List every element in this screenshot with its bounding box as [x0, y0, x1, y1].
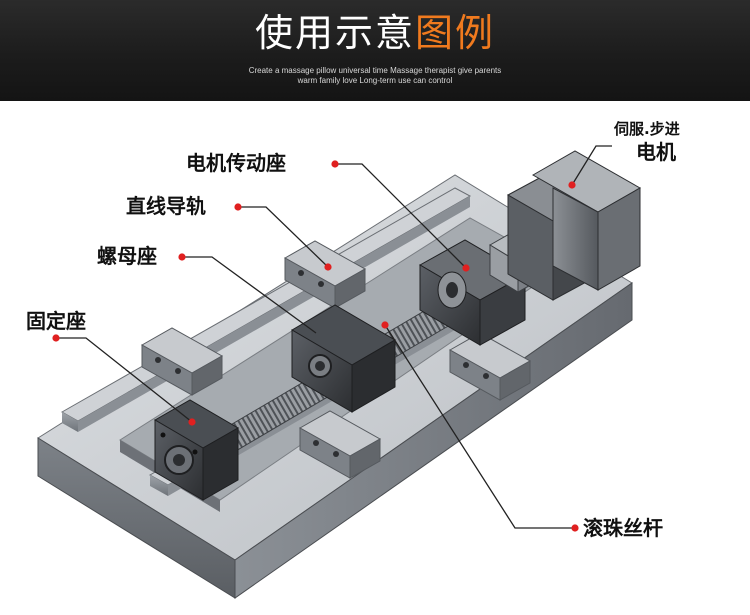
servo-motor: [506, 150, 642, 301]
nut-seat: [291, 304, 396, 413]
callout-dot-fixed-seat-end: [188, 418, 196, 426]
title-main: 使用示意: [254, 11, 415, 55]
motor-mount: [418, 239, 527, 346]
callout-dot-fixed-seat: [52, 334, 60, 342]
callout-dot-motor-mount: [331, 160, 339, 168]
label-linear-guide: 直线导轨: [126, 194, 206, 218]
page-title: 使用示意图例: [0, 8, 750, 58]
callout-dot-servo-motor: [568, 181, 576, 189]
callout-dot-linear-guide-end: [324, 263, 332, 271]
header-banner: 使用示意图例 Create a massage pillow universal…: [0, 0, 750, 101]
guide-block-rear-1: [140, 327, 224, 396]
title-accent: 图例: [415, 11, 496, 55]
label-motor-mount: 电机传动座: [186, 151, 286, 175]
callout-dot-linear-guide: [234, 203, 242, 211]
subtitle-line-2: warm family love Long-term use can contr…: [297, 76, 453, 85]
fixed-seat: [154, 399, 239, 501]
callout-dot-ball-screw-end: [381, 321, 389, 329]
callout-dot-nut-seat: [178, 253, 186, 261]
label-nut-seat: 螺母座: [97, 244, 157, 268]
leader-motor-mount: [335, 163, 467, 269]
leader-linear-guide: [238, 206, 329, 268]
label-servo-motor-line1: 伺服.步进: [614, 120, 680, 138]
leader-ball-screw: [384, 324, 575, 529]
leader-nut-seat: [182, 256, 317, 334]
callout-dot-ball-screw: [571, 524, 579, 532]
label-fixed-seat: 固定座: [26, 309, 86, 333]
subtitle-line-1: Create a massage pillow universal time M…: [248, 66, 502, 75]
leader-fixed-seat: [56, 337, 193, 423]
callout-dot-motor-mount-end: [462, 264, 470, 272]
guide-block-front-2: [448, 332, 532, 401]
guide-block-front-1: [298, 410, 382, 479]
label-servo-motor-line2: 电机: [636, 140, 676, 164]
label-ball-screw: 滚珠丝杆: [583, 516, 663, 540]
leader-servo-motor: [571, 145, 612, 186]
